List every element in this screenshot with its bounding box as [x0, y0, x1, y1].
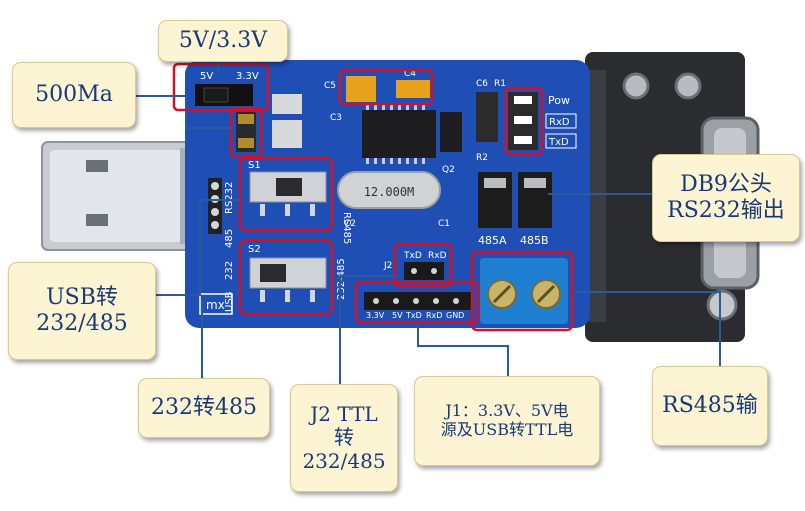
callout-j2: J2 TTL 转 232/485 — [290, 384, 398, 492]
silk-c2: C2 — [344, 219, 356, 229]
silk-rs485: RS485 — [341, 212, 352, 244]
silk-485a: 485A — [478, 234, 507, 247]
terminal-block-icon — [480, 258, 568, 324]
silk-j2-rxd: RxD — [428, 251, 447, 261]
silk-j1-33v: 3.3V — [236, 71, 259, 82]
silk-h-txd: TxD — [405, 311, 422, 320]
silk-j2: J2 — [383, 261, 392, 271]
logo-mx: mx — [206, 298, 225, 312]
silk-q2: Q2 — [442, 165, 455, 175]
silk-j2-txd: TxD — [403, 251, 422, 261]
callout-current: 500Ma — [12, 62, 136, 128]
silk-s2-232: 232 — [224, 261, 235, 280]
silk-c4: C4 — [404, 69, 416, 79]
silk-rxd: RxD — [549, 117, 570, 128]
callout-db9: DB9公头 RS232输出 — [652, 154, 800, 242]
callout-voltage: 5V/3.3V — [158, 20, 288, 62]
callout-usb: USB转 232/485 — [8, 262, 156, 360]
silk-j1-5v: 5V — [200, 71, 213, 82]
leader-lines — [136, 60, 721, 390]
silk-s1: S1 — [248, 160, 261, 171]
silk-c5: C5 — [324, 81, 336, 91]
silk-485b: 485B — [520, 234, 549, 247]
callout-mode: 232转485 — [138, 378, 270, 438]
silk-h-5v: 5V — [392, 311, 403, 320]
silk-c3: C3 — [330, 113, 342, 123]
callout-j1: J1：3.3V、5V电 源及USB转TTL电 — [414, 376, 600, 466]
silk-h-gnd: GND — [446, 311, 464, 320]
highlight-boxes — [172, 62, 574, 332]
silk-crystal: 12.000M — [364, 185, 415, 199]
silk-rs232: RS232 — [224, 182, 235, 214]
silk-c1: C1 — [438, 219, 450, 229]
silk-r2: R2 — [476, 153, 488, 163]
silk-h-33v: 3.3V — [366, 311, 385, 320]
silk-c6: C6 — [476, 79, 488, 89]
silk-r1: R1 — [494, 79, 506, 89]
usb-plug-icon — [41, 141, 204, 251]
silk-s2-485: 485 — [224, 229, 235, 248]
silk-txd: TxD — [548, 137, 569, 148]
silk-232-485: 232-485 — [336, 258, 347, 300]
silk-pow: Pow — [548, 94, 570, 107]
callout-rs485: RS485输 — [652, 366, 768, 446]
silk-usb-l: USB — [224, 291, 235, 312]
silk-s2: S2 — [248, 244, 261, 255]
silk-h-rxd: RxD — [426, 311, 442, 320]
side-pins — [208, 178, 222, 234]
